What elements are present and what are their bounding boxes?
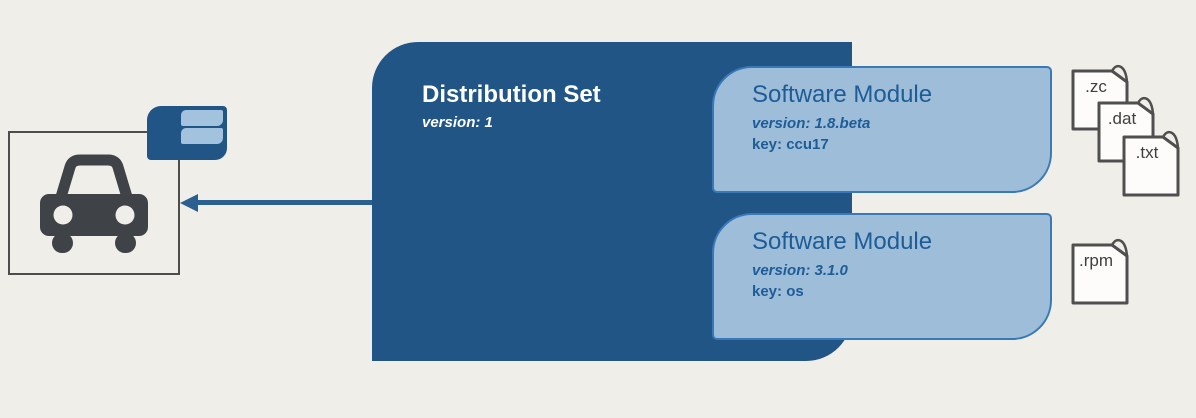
module-title: Software Module [752,228,933,255]
arrow-left-icon [180,194,198,212]
distribution-set-title: Distribution Set [422,81,601,108]
file-label: .txt [1136,143,1159,162]
file-label: .rpm [1079,251,1113,270]
target-device-box [8,131,180,275]
module-key: key: ccu17 [752,136,829,153]
file-icon-rpm: .rpm [1071,238,1129,305]
module-version: version: 3.1.0 [752,262,848,279]
badge-module-bar [181,128,223,144]
module-key: key: os [752,283,804,300]
software-module-card-1: Software Module version: 1.8.beta key: c… [712,66,1052,193]
software-module-card-2: Software Module version: 3.1.0 key: os [712,213,1052,340]
module-version: version: 1.8.beta [752,115,871,132]
file-icon-txt: .txt [1122,130,1180,197]
file-label: .dat [1108,109,1137,128]
assignment-arrow-line [196,200,372,205]
distribution-set-version: version: 1 [422,114,493,131]
badge-module-bar [181,110,223,126]
file-label: .zc [1085,77,1107,96]
car-icon [40,154,148,253]
distribution-set-badge-icon [147,106,227,160]
module-title: Software Module [752,81,933,108]
